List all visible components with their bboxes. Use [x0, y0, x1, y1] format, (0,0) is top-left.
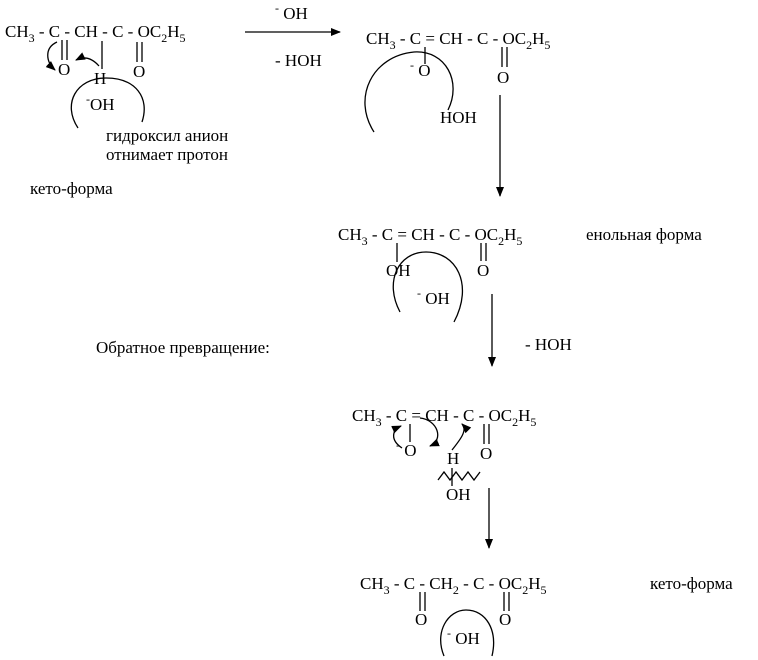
reverse-transformation-label: Обратное превращение: — [96, 338, 270, 357]
water-product: HOH — [440, 108, 477, 127]
hydroxyl-note-line2: отнимает протон — [106, 145, 228, 164]
keto-form-label-2: кето-форма — [650, 574, 733, 593]
electron-shift-arrow-2 — [75, 52, 100, 67]
enolate-arc — [364, 51, 454, 133]
water-hydroxyl: OH — [446, 485, 471, 504]
enol-form-label: енольная форма — [586, 225, 702, 244]
enol-oxygen-2: O — [477, 261, 490, 280]
hydroxide-1: -OH — [86, 92, 115, 114]
reagent-minus-water: - HOH — [275, 51, 322, 70]
hydroxide-2: - OH — [417, 286, 450, 308]
enolate-formula: CH3 - C = CH - C - OC2H5 — [366, 29, 551, 52]
keto-product-oxygen-1: O — [415, 610, 428, 629]
electron-shift-arrow-4 — [419, 417, 440, 447]
keto-form-label: кето-форма — [30, 179, 113, 198]
hydroxyl-note-line1: гидроксил анион — [106, 126, 229, 145]
enolate-reverse-formula: CH3 - C = CH - C - OC2H5 — [352, 406, 537, 429]
keto-product-oxygen-2: O — [499, 610, 512, 629]
water-hydrogen: H — [447, 449, 460, 468]
keto-formula: CH3 - C - CH - C - OC2H5 — [5, 22, 186, 45]
keto-oxygen-1: O — [58, 60, 71, 79]
enol-hydroxyl: OH — [386, 261, 411, 280]
keto-product-formula: CH3 - C - CH2 - C - OC2H5 — [360, 574, 547, 597]
arrow-minus-water: - HOH — [525, 335, 572, 354]
bond-break-zigzag — [437, 470, 481, 482]
keto-oxygen-2: O — [133, 62, 146, 81]
enolate-reverse-oxygen-2: O — [480, 444, 493, 463]
enolate-oxygen-anion: - O — [410, 58, 431, 80]
electron-shift-arrow-3 — [391, 425, 403, 449]
hydroxide-arc-2 — [392, 251, 464, 323]
enol-formula: CH3 - C = CH - C - OC2H5 — [338, 225, 523, 248]
hydroxide-arc-3 — [440, 609, 495, 657]
electron-shift-arrow-1 — [45, 41, 58, 71]
hydroxide-arc-1 — [70, 77, 145, 129]
reagent-hydroxide: - OH — [275, 1, 308, 23]
enolate-oxygen-2: O — [497, 68, 510, 87]
hydroxide-3: - OH — [447, 626, 480, 648]
electron-shift-arrow-5 — [451, 423, 472, 451]
